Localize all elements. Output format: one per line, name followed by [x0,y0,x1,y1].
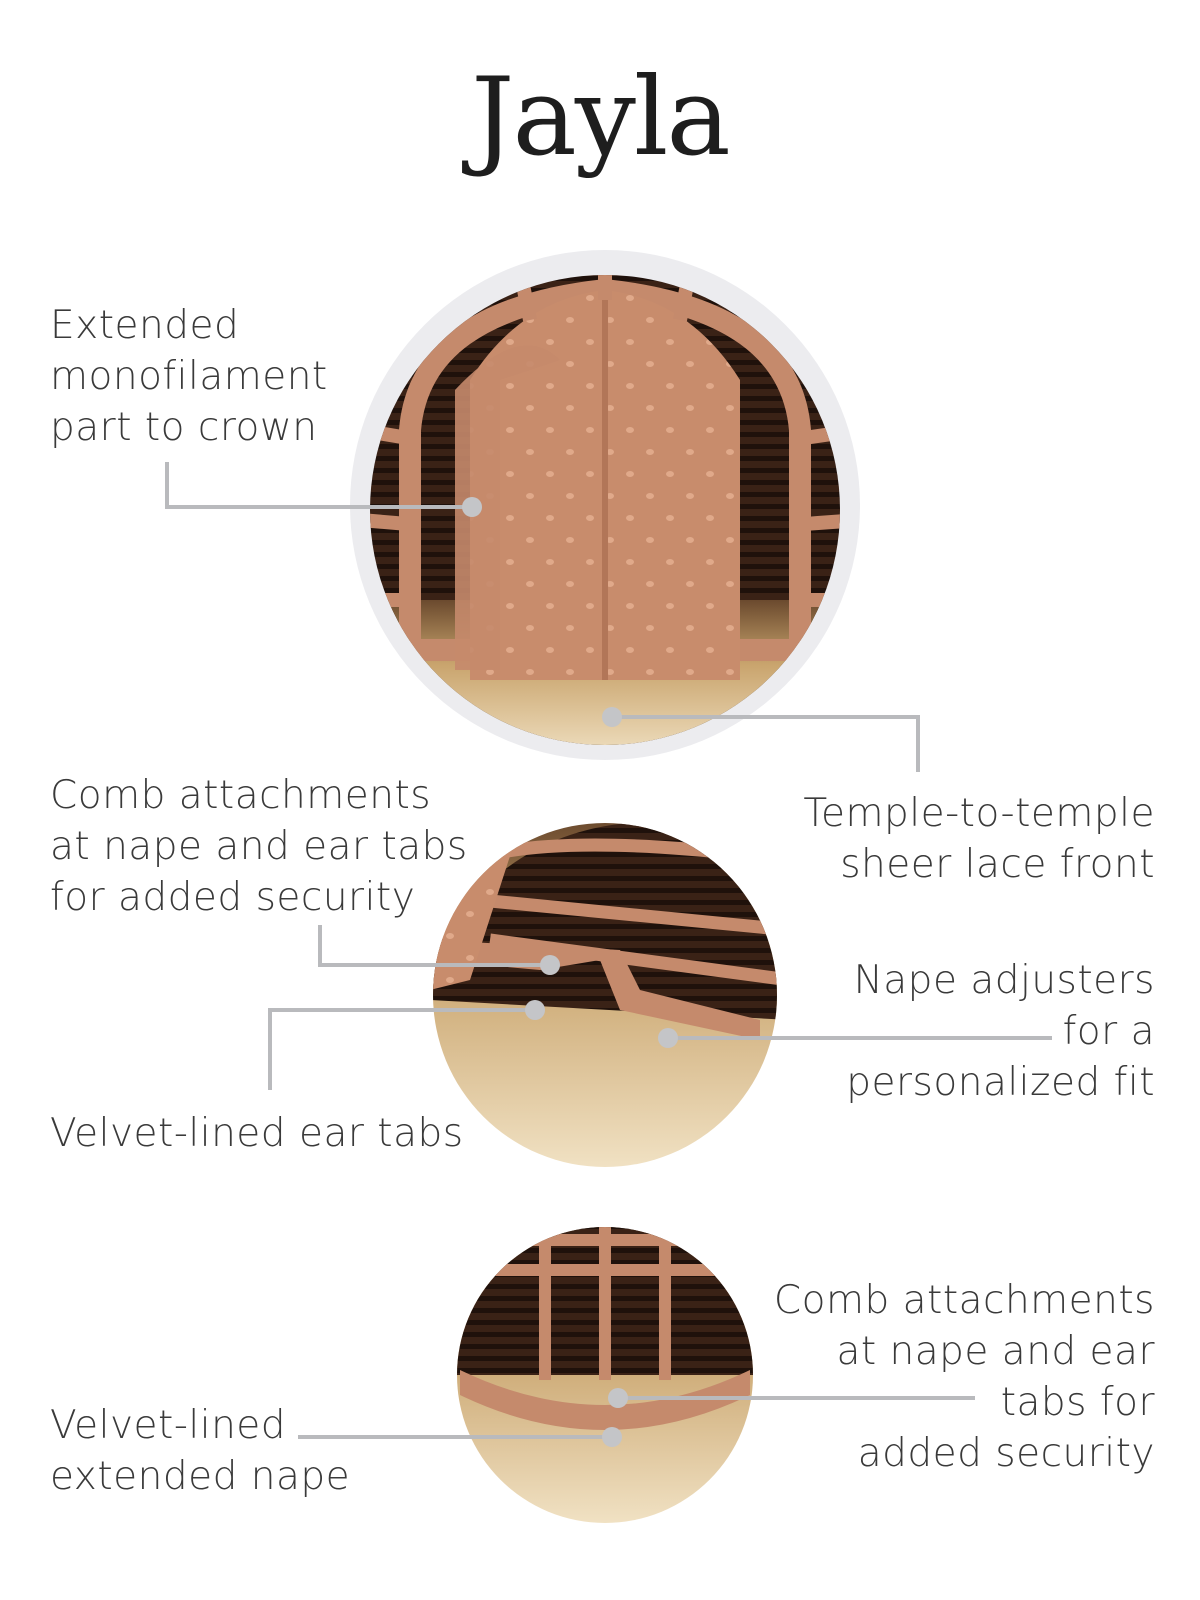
callout-dot [602,707,622,727]
product-title: Jayla [471,55,731,180]
callout-text: at nape and ear tabs [50,824,468,869]
callout-text: part to crown [50,405,318,450]
callout-nape-adjusters: Nape adjusters for a personalized fit [846,955,1155,1108]
callout-line-lace-front [612,715,920,772]
callout-text: added security [857,1431,1155,1476]
callout-text: Temple-to-temple [803,791,1155,836]
callout-text: Velvet-lined [50,1403,287,1448]
callout-text: Comb attachments [50,773,432,818]
callout-dot [602,1427,622,1447]
cap-side-photo [433,823,777,1167]
callout-text: for a [1062,1009,1155,1054]
callout-text: Velvet-lined ear tabs [50,1111,464,1156]
callout-line-velvet-ear [268,1008,535,1090]
callout-dot [540,955,560,975]
callout-mono-part: Extended monofilament part to crown [50,300,328,453]
callout-text: at nape and ear [836,1329,1155,1374]
callout-text: personalized fit [846,1060,1155,1105]
cap-nape-photo [457,1227,753,1523]
callout-text: extended nape [50,1454,351,1499]
callout-text: Comb attachments [773,1278,1155,1323]
callout-text: sheer lace front [840,842,1155,887]
callout-text: monofilament [50,354,328,399]
callout-dot [658,1028,678,1048]
callout-comb-nape: Comb attachments at nape and ear tabs fo… [774,1275,1155,1479]
callout-line-comb-ear [318,925,550,967]
callout-comb-ear: Comb attachments at nape and ear tabs fo… [50,770,468,923]
callout-velvet-nape: Velvet-lined extended nape [50,1400,350,1502]
callout-lace-front: Temple-to-temple sheer lace front [803,788,1155,890]
callout-line-mono-part [165,462,472,509]
callout-text: Nape adjusters [853,958,1155,1003]
callout-dot [525,1000,545,1020]
callout-dot [608,1388,628,1408]
cap-top-photo [350,250,860,760]
callout-dot [462,497,482,517]
callout-text: tabs for [1000,1380,1155,1425]
callout-text: for added security [50,875,416,920]
callout-text: Extended [50,303,240,348]
callout-velvet-ear: Velvet-lined ear tabs [50,1108,464,1159]
